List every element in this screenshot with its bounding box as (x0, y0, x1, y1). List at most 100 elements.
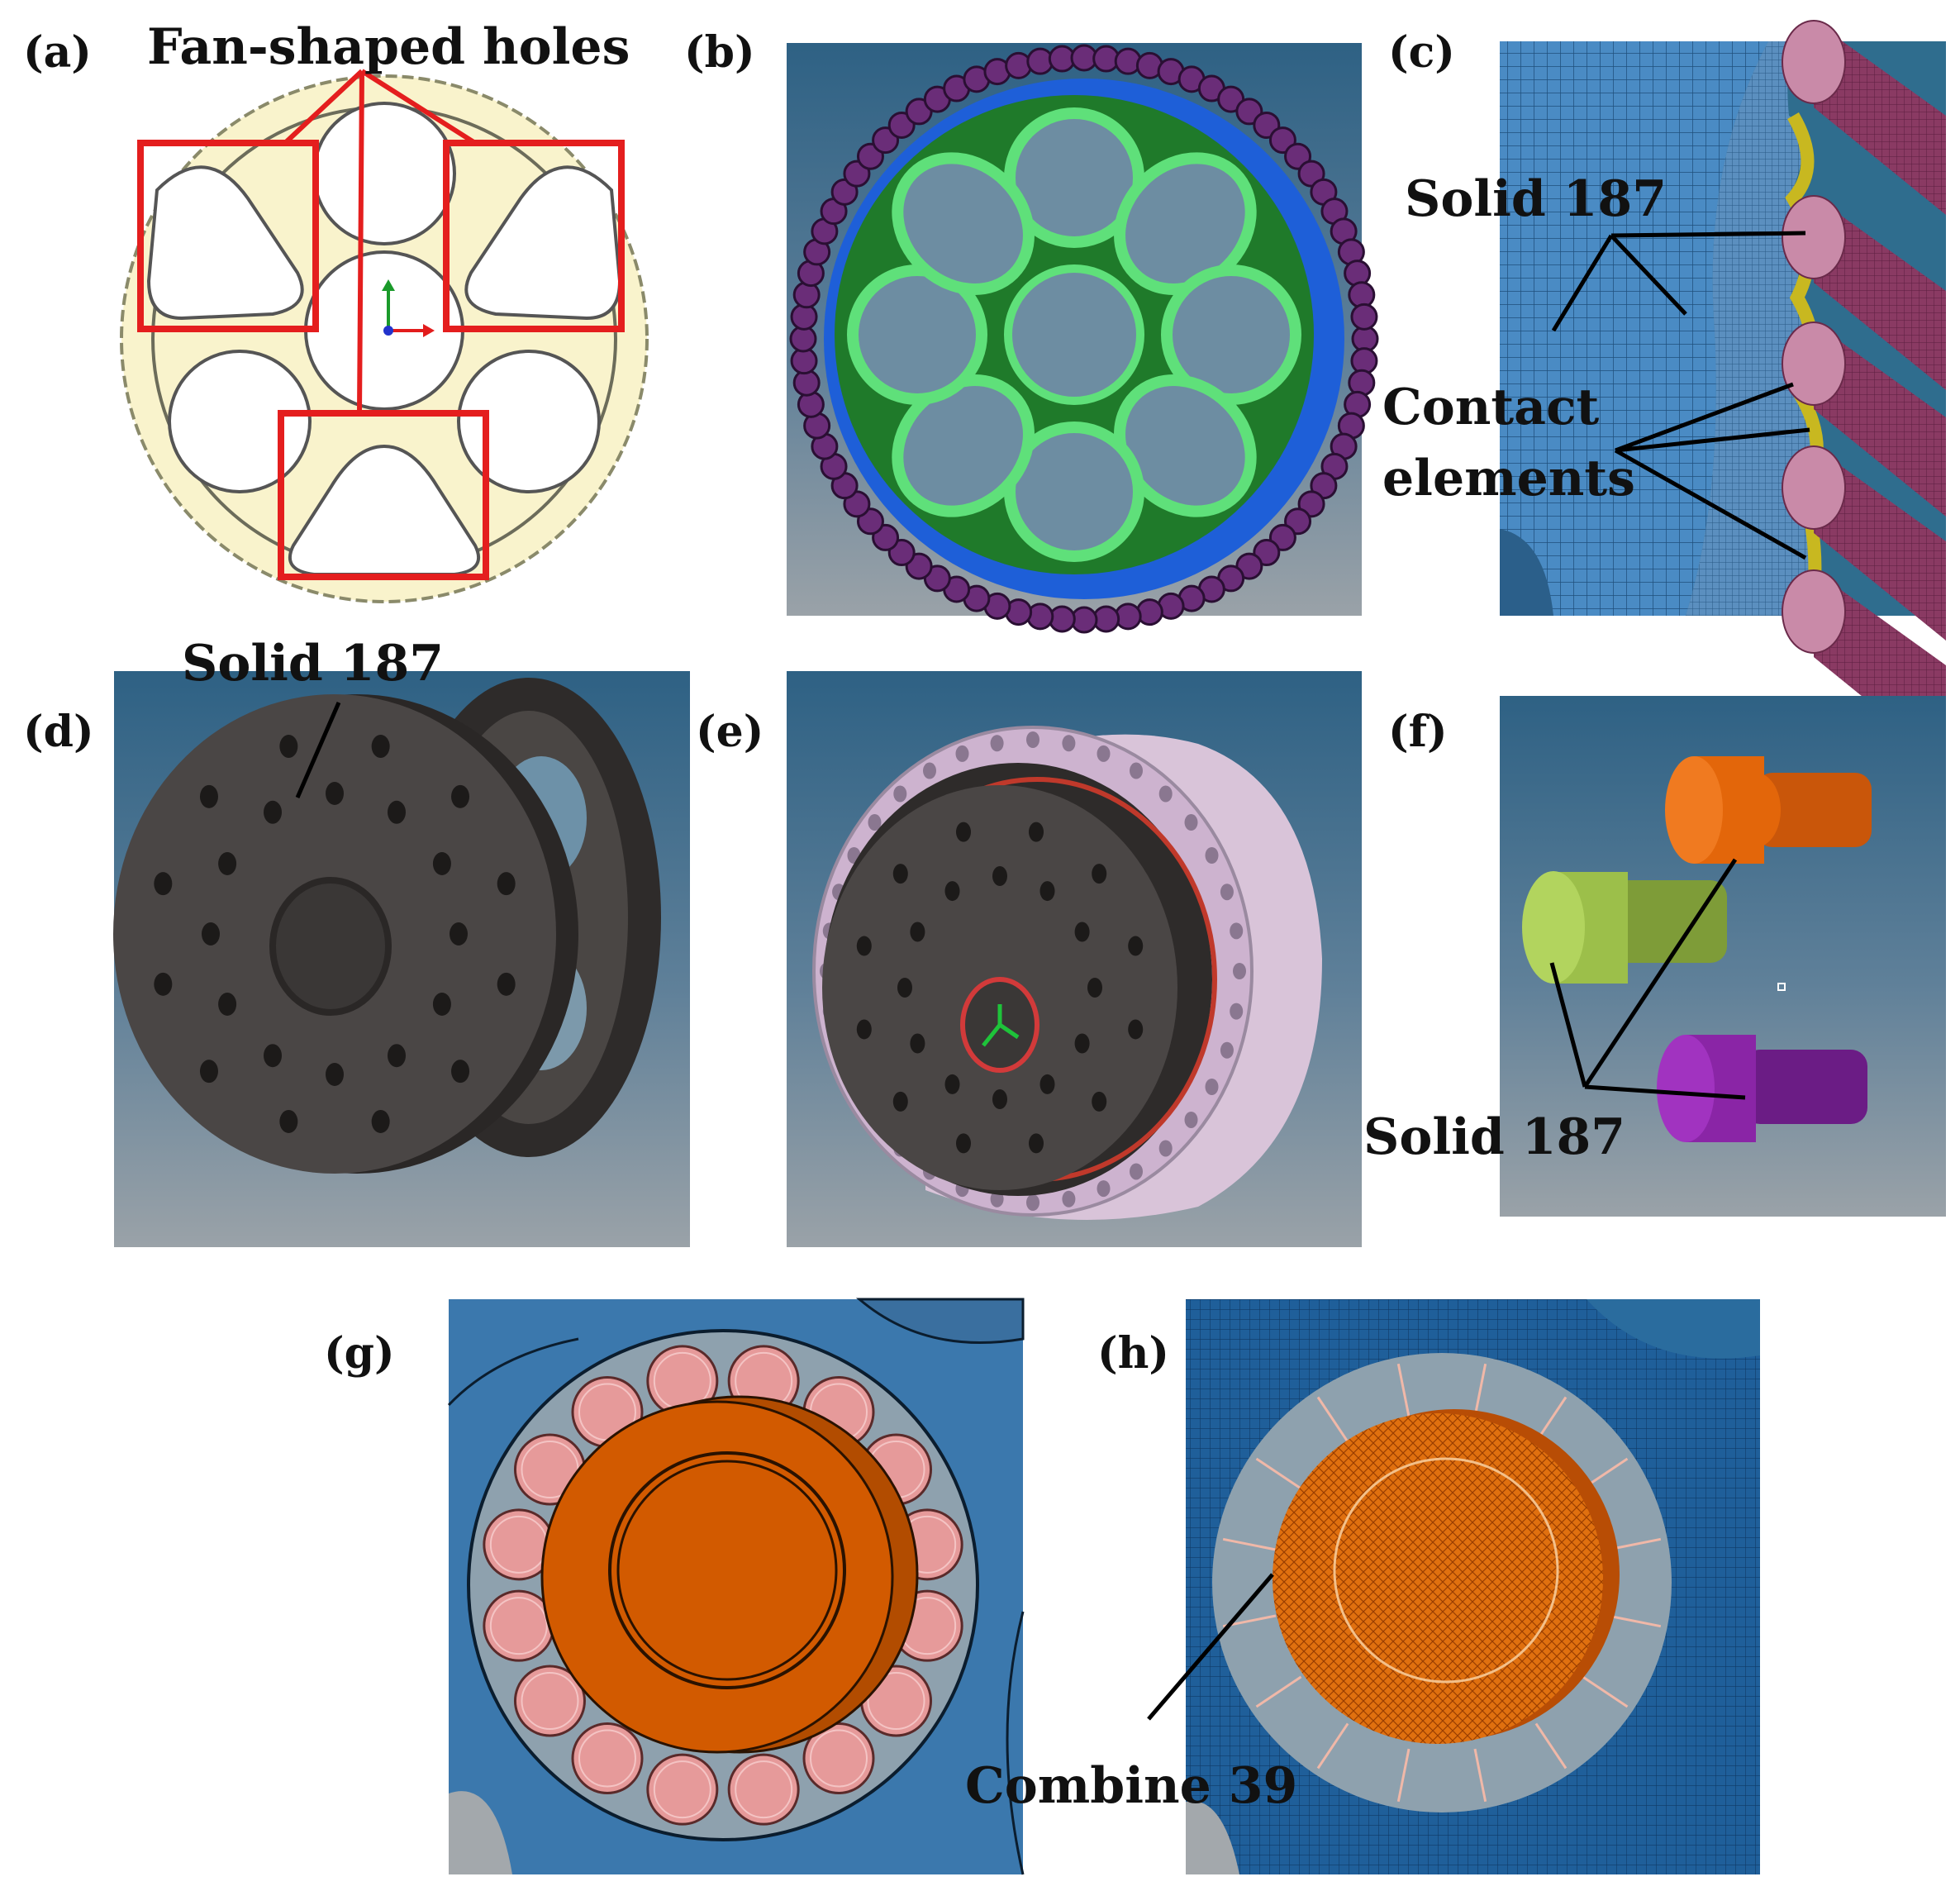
bolt-hole (956, 822, 972, 842)
bolt-hole (992, 1089, 1007, 1109)
housing-hole (1158, 785, 1173, 803)
bolt-hole (944, 881, 960, 902)
orange-shaft (540, 1400, 894, 1754)
spring-element (1255, 1675, 1302, 1708)
housing-hole (1026, 731, 1039, 748)
cycloid-mesh (1500, 41, 1768, 616)
panel-g-bearing-geometry (447, 1298, 1025, 1875)
background-hole (855, 1298, 1025, 1344)
bolt-hole (892, 864, 908, 884)
housing-hole (1184, 814, 1198, 831)
spring-element (1473, 1748, 1487, 1803)
bolt-hole (1074, 1033, 1090, 1054)
annotation-fan-shaped-holes: Fan-shaped holes (147, 18, 630, 76)
round-hole (1161, 264, 1301, 405)
bolt-hole (1087, 978, 1102, 998)
panel-label-a: (a) (23, 27, 92, 78)
housing-hole (1062, 1190, 1076, 1207)
bolt-hole (218, 993, 237, 1016)
leader-line-d (295, 702, 341, 798)
bolt-hole (432, 852, 451, 875)
housing-hole (1097, 1180, 1111, 1198)
round-hole (1004, 422, 1144, 562)
combine39-springs (1222, 1363, 1662, 1803)
annotation-contact-elements-line1: Contact (1382, 379, 1600, 436)
bolt-hole (892, 1091, 908, 1112)
bolt-hole (326, 1063, 344, 1086)
spring-element (1396, 1748, 1411, 1803)
spring-element (1396, 1363, 1411, 1417)
housing-hole (1220, 1041, 1234, 1059)
housing-hole (1205, 847, 1219, 864)
circular-hole (312, 102, 456, 245)
center-hole (1004, 264, 1144, 405)
panel-d-planet-carrier (113, 671, 690, 1247)
callout-lines-a (283, 69, 477, 414)
spring-element (1607, 1614, 1662, 1628)
spring-element (1473, 1363, 1487, 1417)
bolt-hole (326, 782, 344, 805)
housing-hole (1130, 1163, 1143, 1180)
bolt-hole (497, 872, 516, 896)
housing-hole (1205, 1079, 1219, 1095)
bolt-hole (450, 922, 468, 946)
roller (792, 281, 821, 309)
panel-h-bearing-mesh (1147, 1299, 1760, 1874)
bolt-hole (1039, 1074, 1055, 1094)
round-hole (1004, 107, 1144, 248)
bearing-ball (802, 1722, 875, 1795)
panel-label-e: (e) (696, 707, 764, 757)
background-hole (1587, 1299, 1760, 1359)
bearing-ball (571, 1722, 644, 1795)
bolt-hole (956, 1133, 972, 1154)
housing-hole (1097, 745, 1111, 762)
spring-element (1534, 1722, 1568, 1770)
panel-e-housing-assembly (787, 671, 1362, 1247)
bearing-ball-rim (867, 1672, 925, 1731)
bearing-ball-rim (521, 1672, 579, 1731)
bolt-hole (218, 852, 237, 875)
bolt-hole (1092, 1091, 1107, 1112)
bearing-ball-rim (653, 1760, 711, 1819)
housing-hole (1026, 1194, 1039, 1211)
bolt-hole (388, 800, 406, 824)
spring-element (1255, 1457, 1302, 1490)
bolt-hole (856, 936, 872, 956)
housing-hole (1230, 922, 1244, 940)
panel-c-mesh-detail (1500, 20, 1946, 764)
bolt-hole (451, 1060, 470, 1084)
spring-element (1222, 1537, 1277, 1551)
housing-hole (955, 745, 969, 762)
panel-b-cycloid-model (787, 43, 1379, 634)
panel-label-b: (b) (684, 27, 755, 78)
center-bore (269, 877, 392, 1016)
highlight-box-left (137, 140, 319, 332)
spring-element (1582, 1675, 1629, 1708)
housing-hole (1184, 1111, 1198, 1128)
panel-a-gear-diagram (120, 69, 649, 603)
panel-f-pins (1500, 696, 1946, 1217)
housing-hole (1130, 762, 1143, 779)
pin-roller-body (1814, 196, 1946, 390)
bolt-hole (1128, 1019, 1144, 1040)
roller (797, 390, 825, 418)
panel-label-c: (c) (1388, 27, 1455, 78)
housing-hole (923, 762, 936, 779)
bolt-hole (264, 1044, 282, 1068)
leader-line-h (1147, 1573, 1274, 1721)
bolt-hole (264, 800, 282, 824)
bolt-hole (199, 1060, 218, 1084)
bolt-hole (371, 735, 390, 759)
bolt-hole (1074, 922, 1090, 942)
bolt-hole (944, 1074, 960, 1094)
bolt-hole (897, 978, 912, 998)
bolt-hole (279, 1109, 298, 1133)
bolt-hole (910, 1033, 925, 1054)
roller (1348, 369, 1376, 397)
annotation-combine-39: Combine 39 (965, 1757, 1298, 1815)
bolt-hole (1028, 1133, 1044, 1154)
bolt-hole (451, 784, 470, 808)
pin-roller-end (1782, 569, 1846, 654)
roller (1135, 598, 1163, 626)
